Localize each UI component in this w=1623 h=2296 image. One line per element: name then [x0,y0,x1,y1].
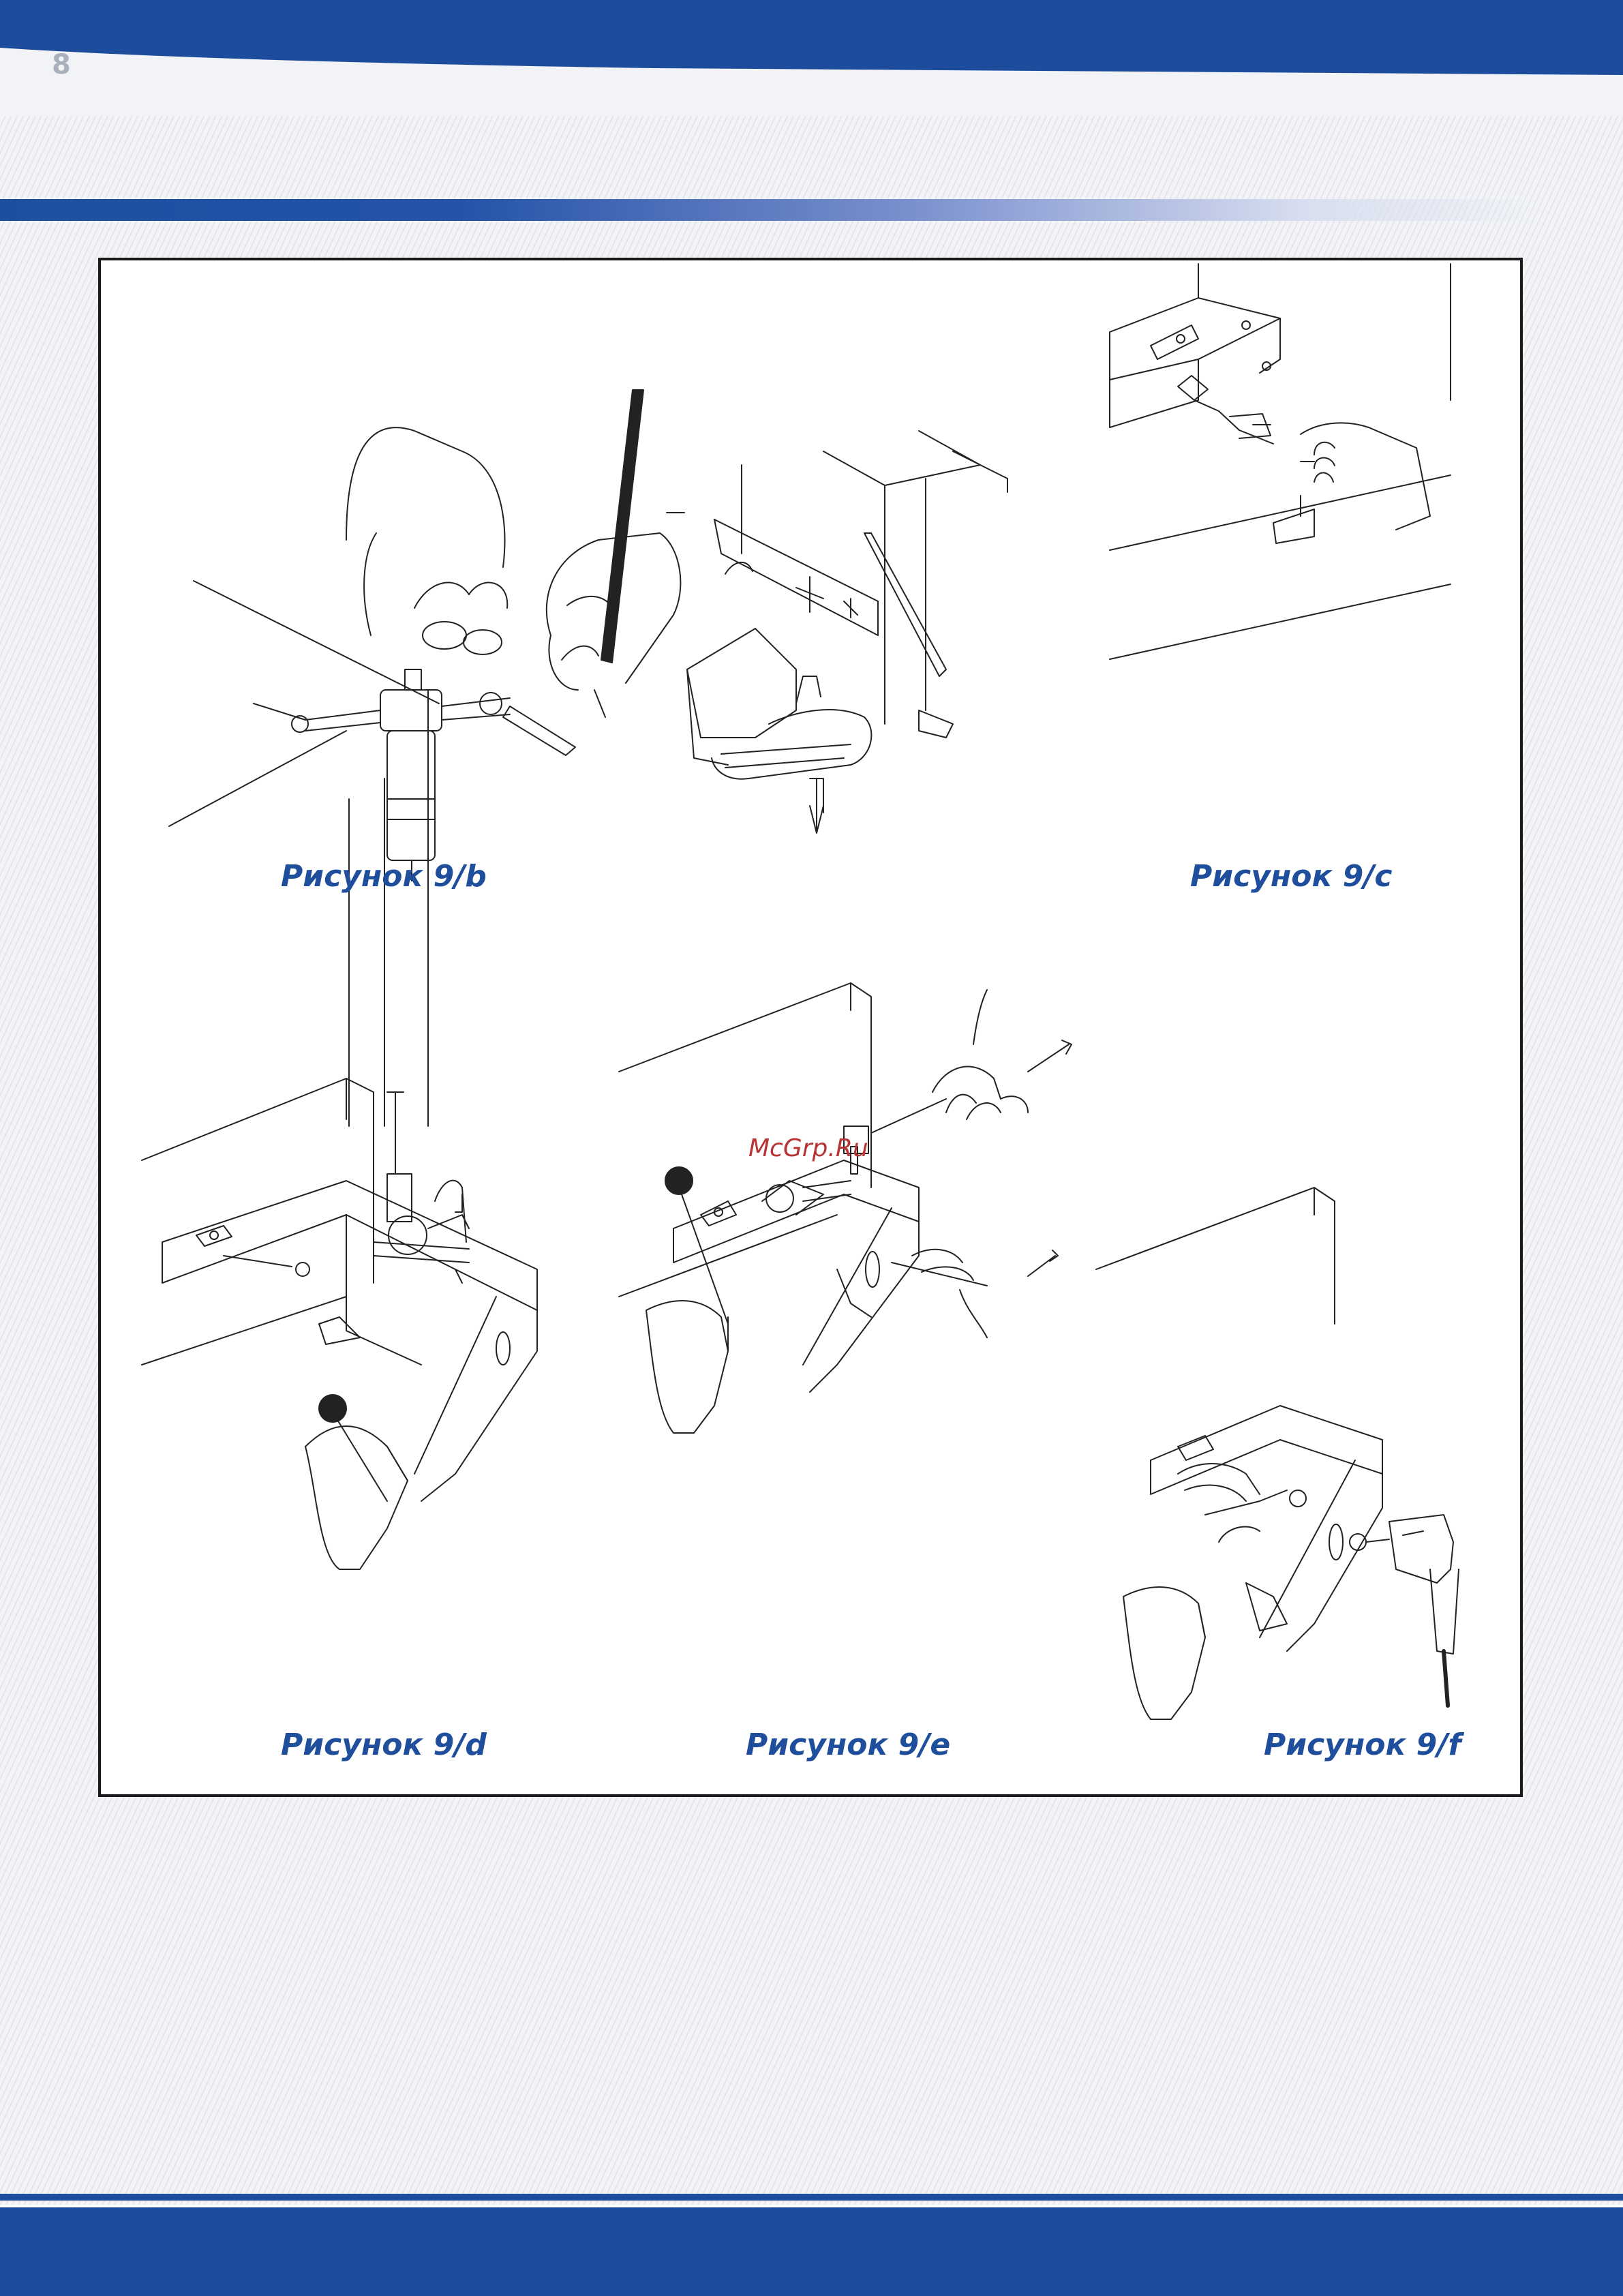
caption-figure-9c: Рисунок 9/c [1190,859,1392,894]
caption-figure-9b: Рисунок 9/b [281,859,487,894]
foot-pedal-illustration [646,397,1069,847]
header-rule [0,199,1541,221]
header-band [0,0,1623,116]
caption-figure-9d: Рисунок 9/d [281,1727,487,1762]
impact-wrench-illustration [1096,1133,1505,1760]
wrench-tightening-illustration [619,928,1137,1583]
caption-figure-9e: Рисунок 9/e [746,1727,950,1762]
caption-figure-9f: Рисунок 9/f [1264,1727,1461,1762]
figure-frame: Рисунок 9/b Рисунок 9/c Рисунок 9/d Рису… [98,258,1523,1797]
pedal-frame-illustration [142,1010,633,1610]
page-number: 8 [52,49,71,80]
footer-band [0,2194,1623,2296]
watermark-text: McGrp.Ru [748,1134,868,1162]
air-filter-regulator-illustration [142,363,701,1031]
